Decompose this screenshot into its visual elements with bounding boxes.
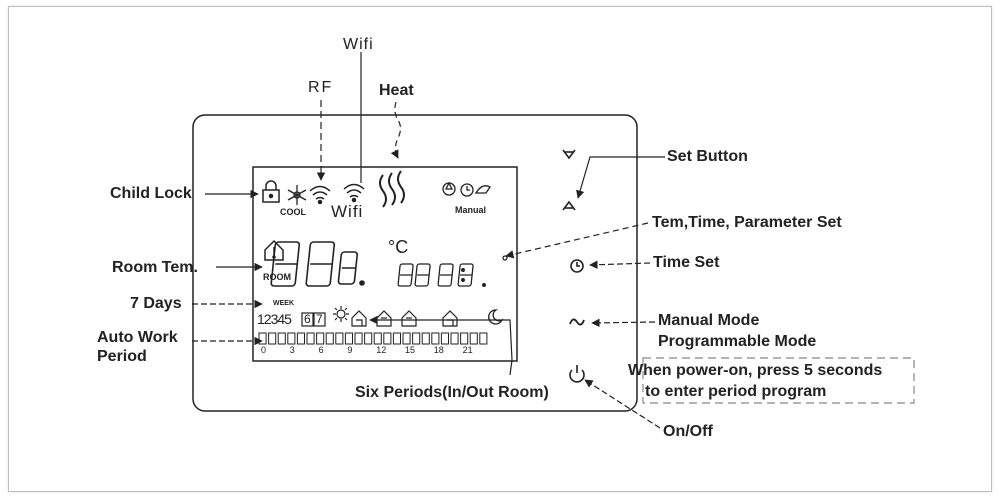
tem-time-param-label: Tem,Time, Parameter Set xyxy=(652,214,842,231)
timeline-cell xyxy=(325,332,334,345)
power-on-note-line2: to enter period program xyxy=(645,383,827,400)
timeline-cell xyxy=(258,332,267,345)
day-7-box xyxy=(313,312,326,327)
clock-icon xyxy=(460,183,474,197)
snowflake-icon xyxy=(287,185,307,205)
timeline-cell xyxy=(344,332,353,345)
timeline-cell xyxy=(316,332,325,345)
timeline-tick-label: 9 xyxy=(347,345,353,355)
heat-leader xyxy=(390,101,402,159)
down-arrow-button[interactable] xyxy=(562,149,576,160)
lcd-screen xyxy=(252,166,518,362)
clock-button-icon[interactable] xyxy=(570,259,584,273)
timeline-cell xyxy=(440,332,449,345)
timeline-cell xyxy=(431,332,440,345)
set-button-leader xyxy=(576,156,665,199)
timeline-cell xyxy=(450,332,459,345)
fan-icon xyxy=(442,181,456,196)
timeline-cell xyxy=(460,332,469,345)
timeline-cell xyxy=(373,332,382,345)
timeline-cell xyxy=(335,332,344,345)
moon-icon xyxy=(488,309,504,325)
heat-label: Heat xyxy=(379,82,414,99)
timeline-cell xyxy=(277,332,286,345)
period-label: Period xyxy=(97,348,147,365)
programmable-mode-label: Programmable Mode xyxy=(658,333,817,350)
time-set-label: Time Set xyxy=(653,254,720,271)
lock-icon xyxy=(262,180,280,203)
lcd-days-text: 12345 xyxy=(257,311,292,327)
hand-icon xyxy=(474,185,491,194)
temperature-digits xyxy=(270,241,365,287)
on-off-label: On/Off xyxy=(663,423,713,440)
sun-icon xyxy=(333,306,349,322)
six-periods-label: Six Periods(In/Out Room) xyxy=(355,384,549,401)
image-frame xyxy=(8,6,992,492)
timeline-cell xyxy=(402,332,411,345)
heat-icon xyxy=(379,170,405,208)
lcd-week-text: WEEK xyxy=(273,300,294,307)
lcd-day7: 7 xyxy=(316,312,323,326)
time-set-leader xyxy=(589,260,651,269)
lcd-cool-text: COOL xyxy=(280,207,306,217)
tem-time-leader xyxy=(505,222,649,259)
power-on-note-line1: When power-on, press 5 seconds xyxy=(628,362,883,379)
timeline-cell xyxy=(364,332,373,345)
child-lock-label: Child Lock xyxy=(110,185,192,202)
lcd-day6: 6 xyxy=(304,312,311,326)
period-house-icon-4 xyxy=(442,310,458,327)
mode-button-icon[interactable] xyxy=(569,318,585,326)
timeline-cell xyxy=(469,332,478,345)
timeline-tick-label: 12 xyxy=(376,345,387,355)
timeline-tick-label: 3 xyxy=(289,345,295,355)
period-house-icon-1 xyxy=(351,310,367,327)
timeline-bar xyxy=(258,332,488,345)
timeline-tick-label: 21 xyxy=(462,345,473,355)
six-periods-leader xyxy=(369,315,513,376)
up-arrow-button[interactable] xyxy=(562,200,576,211)
lcd-manual-text: Manual xyxy=(455,205,487,215)
timeline-cell xyxy=(354,332,363,345)
lcd-deg-c: °C xyxy=(388,237,409,257)
timeline-cell xyxy=(306,332,315,345)
timeline-cell xyxy=(296,332,305,345)
timeline-cell xyxy=(268,332,277,345)
timeline-cell xyxy=(287,332,296,345)
on-off-leader xyxy=(584,379,661,429)
day-6-box xyxy=(301,312,314,327)
timeline-tick-label: 6 xyxy=(318,345,324,355)
timeline-cell xyxy=(479,332,488,345)
time-digits xyxy=(397,255,508,287)
power-button-icon[interactable] xyxy=(569,365,585,383)
set-button-label: Set Button xyxy=(667,148,748,165)
manual-mode-label: Manual Mode xyxy=(658,312,760,329)
thermostat-body xyxy=(192,114,638,412)
timeline-cell xyxy=(383,332,392,345)
wifi-icon xyxy=(343,183,365,203)
timeline-cell xyxy=(392,332,401,345)
period-house-icon-3 xyxy=(401,310,417,327)
power-on-note-box xyxy=(642,357,915,404)
rf-label: RF xyxy=(308,79,334,96)
rf-signal-icon xyxy=(309,185,331,205)
lcd-wifi-text: Wifi xyxy=(331,202,364,221)
manual-mode-leader xyxy=(591,318,656,328)
lcd-room-text: ROOM xyxy=(263,272,291,282)
auto-work-label: Auto Work xyxy=(97,329,178,346)
timeline-cell xyxy=(421,332,430,345)
timeline-tick-label: 15 xyxy=(405,345,416,355)
wifi-top-label: Wifi xyxy=(343,36,374,53)
seven-days-label: 7 Days xyxy=(130,295,182,312)
timeline-cell xyxy=(412,332,421,345)
period-house-icon-2 xyxy=(376,310,392,327)
timeline-tick-label: 18 xyxy=(433,345,444,355)
timeline-tick-label: 0 xyxy=(261,345,267,355)
room-tem-label: Room Tem. xyxy=(112,259,198,276)
